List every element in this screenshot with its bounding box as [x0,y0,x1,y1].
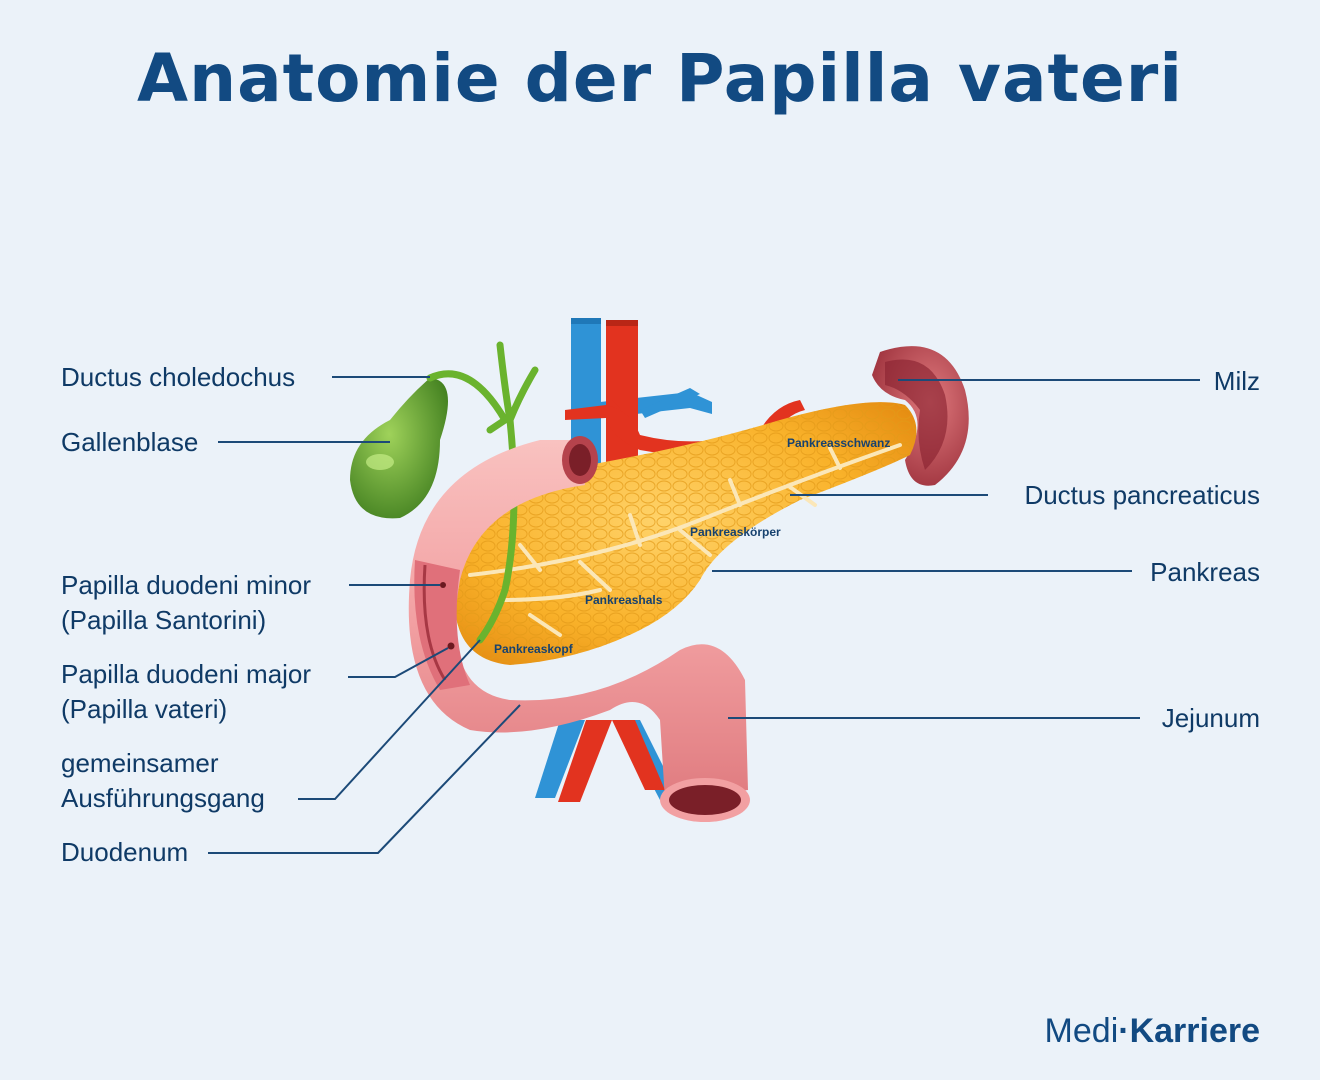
region-label-kopf: Pankreaskopf [494,642,574,656]
label-papilla-major-line2: (Papilla vateri) [61,694,228,724]
label-gemeinsamer-line2: Ausführungsgang [61,783,265,813]
label-papilla-minor: Papilla duodeni minor (Papilla Santorini… [61,568,311,638]
brand-logo: Medi·Karriere [1045,1012,1260,1051]
label-papilla-minor-line1: Papilla duodeni minor [61,570,312,600]
papilla-major-dot [447,642,455,650]
label-duodenum: Duodenum [61,837,189,867]
label-ductus-pancreaticus: Ductus pancreaticus [1024,480,1260,510]
leader-gemeinsamer [298,639,481,800]
gallbladder [350,378,448,519]
brand-part2: Karriere [1129,1012,1260,1050]
region-label-schwanz: Pankreasschwanz [787,436,890,450]
label-gemeinsamer-line1: gemeinsamer [61,748,219,778]
pancreatic-duct [468,443,902,637]
label-gemeinsamer-ausfuehrungsgang: gemeinsamer Ausführungsgang [61,746,265,816]
region-label-koerper: Pankreaskörper [690,525,781,539]
leader-duodenum [208,704,521,854]
brand-part1: Medi [1044,1012,1119,1050]
label-papilla-major: Papilla duodeni major (Papilla vateri) [61,657,311,727]
label-papilla-major-line1: Papilla duodeni major [61,659,312,689]
label-jejunum: Jejunum [1161,703,1260,733]
brand-separator: · [1118,1012,1130,1050]
region-label-hals: Pankreashals [585,593,663,607]
label-pankreas: Pankreas [1150,557,1260,587]
leader-papilla-major [348,647,449,678]
label-milz: Milz [1213,366,1260,396]
leader-lines [208,376,1200,854]
papilla-minor-dot [440,582,446,588]
label-papilla-minor-line2: (Papilla Santorini) [61,605,267,635]
label-gallenblase: Gallenblase [61,427,199,457]
duodenum [408,436,750,822]
page-title: Anatomie der Papilla vateri [137,40,1183,117]
spleen [872,346,969,486]
label-ductus-choledochus: Ductus choledochus [61,362,296,392]
